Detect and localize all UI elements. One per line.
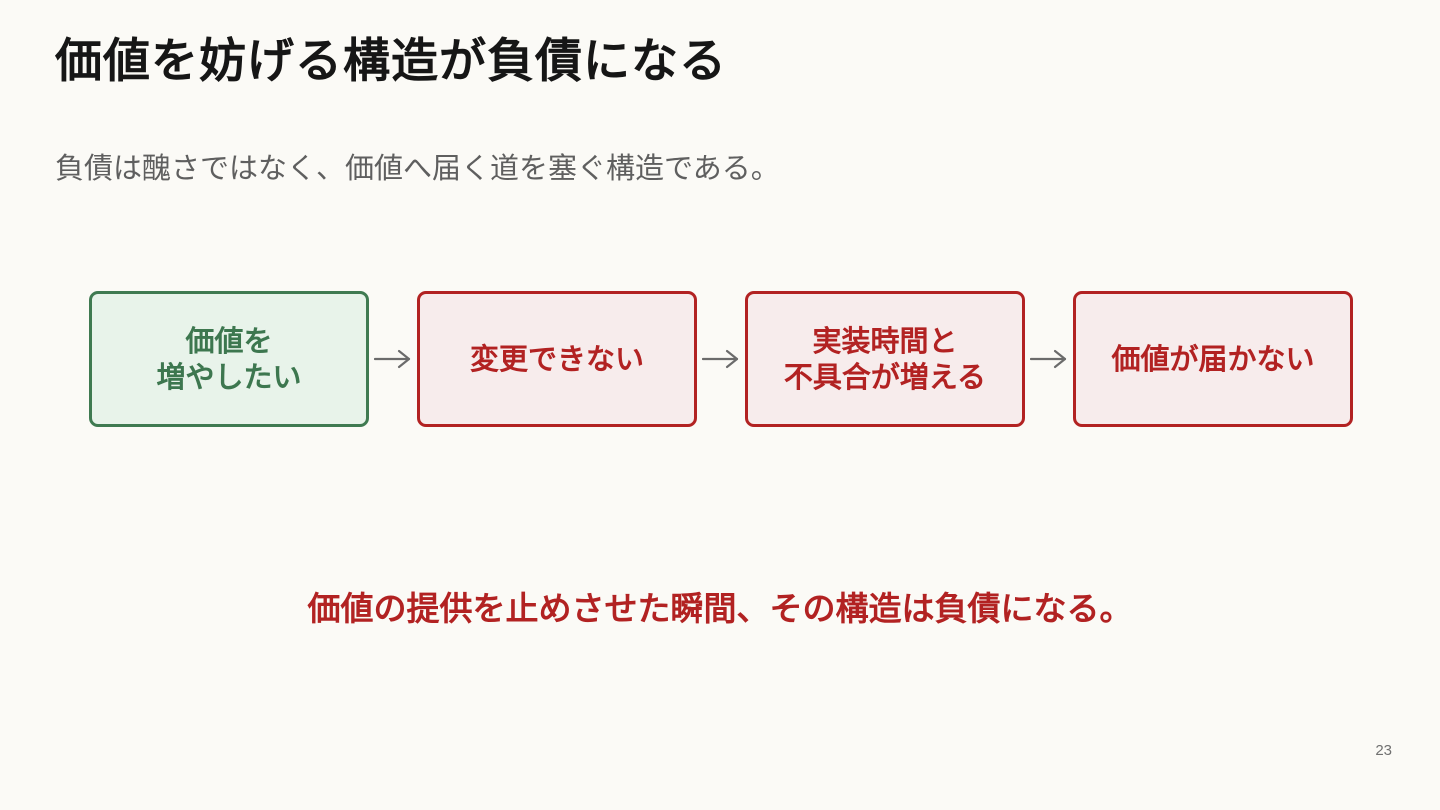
debt-flow-diagram: 価値を 増やしたい 変更できない 実装時間と 不具合が増える (89, 291, 1353, 427)
flow-box-label: 実装時間と 不具合が増える (783, 323, 987, 394)
flow-box-value-not-delivered: 価値が届かない (1073, 291, 1353, 427)
conclusion-statement: 価値の提供を止めさせた瞬間、その構造は負債になる。 (307, 589, 1133, 628)
right-arrow-icon (697, 291, 745, 427)
slide-title: 価値を妨げる構造が負債になる (55, 34, 727, 89)
flow-box-label: 価値を 増やしたい (156, 323, 302, 394)
flow-box-time-and-bugs-increase: 実装時間と 不具合が増える (745, 291, 1025, 427)
flow-box-want-more-value: 価値を 増やしたい (89, 291, 369, 427)
right-arrow-icon (1025, 291, 1073, 427)
slide-subtitle: 負債は醜さではなく、価値へ届く道を塞ぐ構造である。 (55, 151, 780, 185)
page-number: 23 (1375, 742, 1392, 759)
flow-box-label: 価値が届かない (1111, 341, 1315, 376)
flow-box-label: 変更できない (469, 341, 644, 376)
right-arrow-icon (369, 291, 417, 427)
flow-box-cannot-change: 変更できない (417, 291, 697, 427)
